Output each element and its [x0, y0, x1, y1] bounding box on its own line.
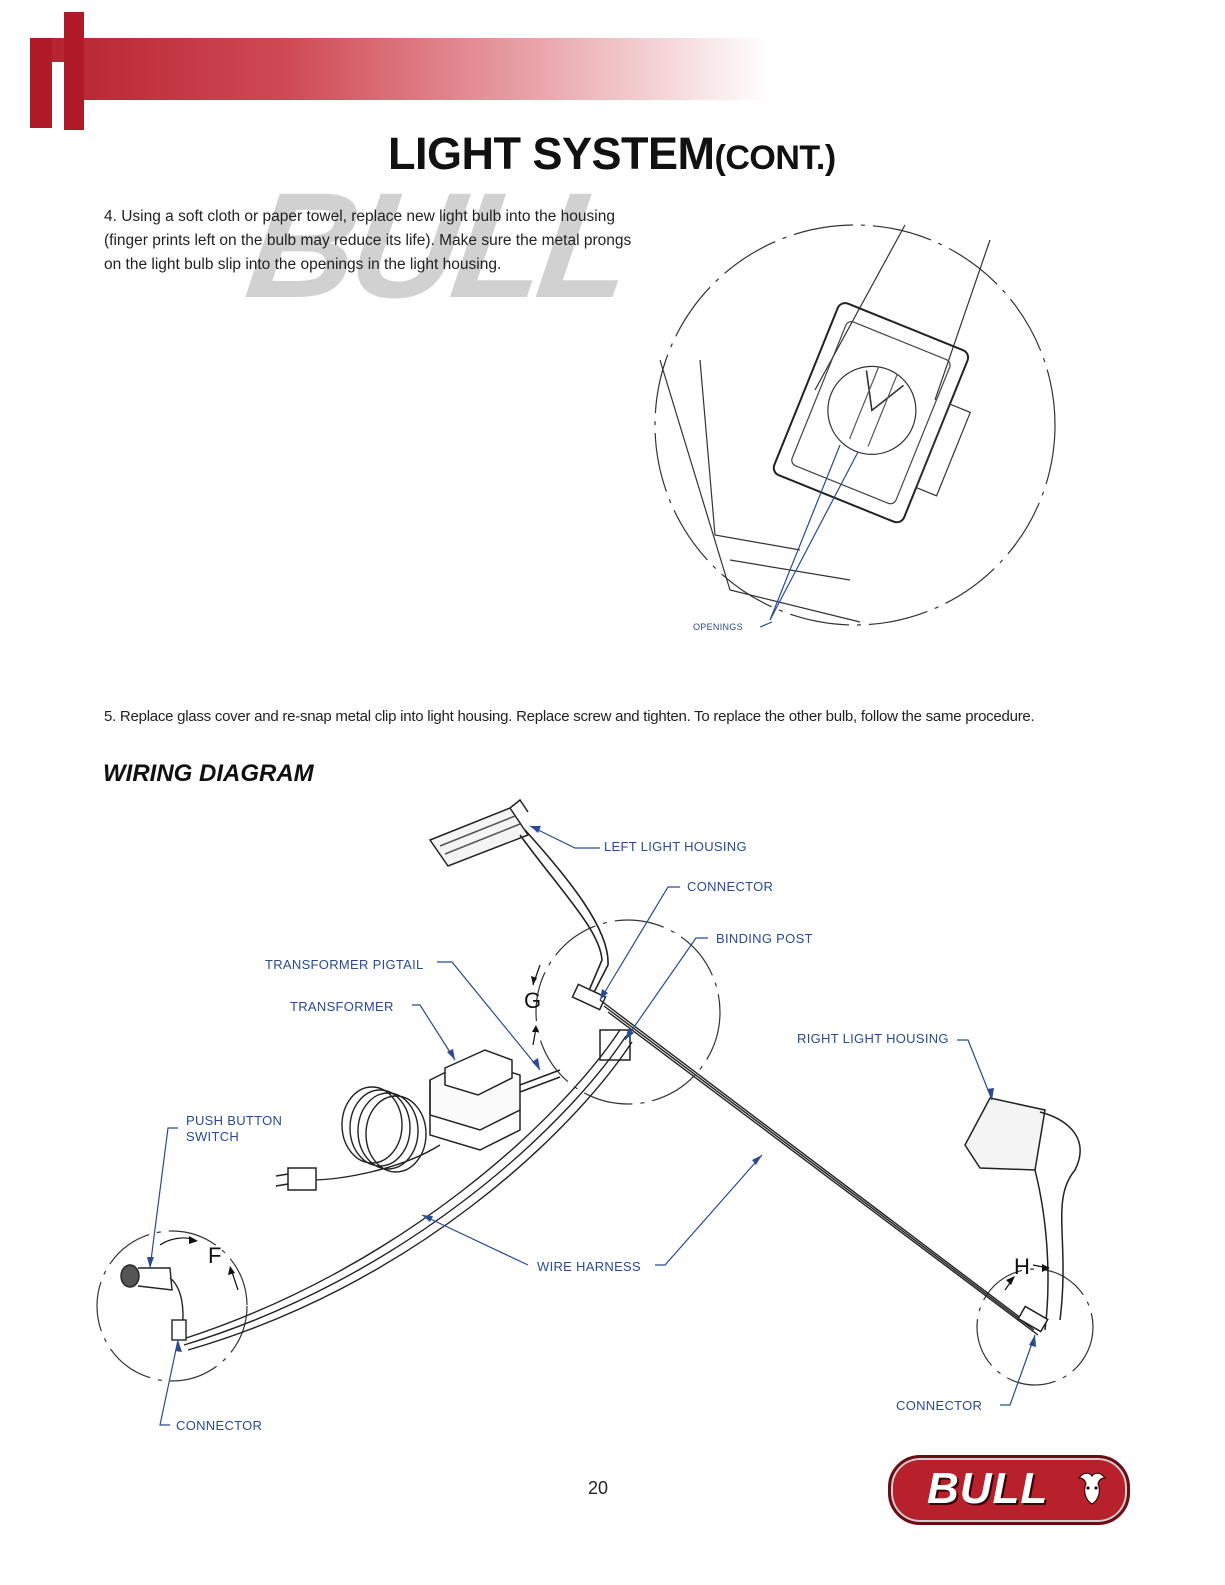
label-push-button-switch-line1: PUSH BUTTON: [186, 1113, 283, 1128]
right-light-housing: [964, 1097, 1081, 1331]
label-binding-post: BINDING POST: [716, 931, 813, 946]
header-gradient-bar: [30, 38, 770, 100]
label-connector-right: CONNECTOR: [896, 1398, 983, 1413]
power-plug: [275, 1167, 317, 1191]
detail-letter-f: F: [208, 1243, 222, 1268]
push-button-switch: [120, 1264, 187, 1341]
page-title-suffix: (CONT.): [714, 139, 837, 177]
left-light-housing: [428, 798, 530, 867]
wiring-diagram-figure: [96, 798, 1094, 1426]
header-block-gap: [52, 62, 64, 100]
wiring-diagram-title: WIRING DIAGRAM: [103, 760, 314, 787]
openings-label: OPENINGS: [693, 622, 743, 632]
transformer-drawing: [429, 1049, 561, 1151]
page-number: 20: [588, 1478, 609, 1498]
power-cord-coil: [309, 1086, 441, 1181]
step-5-text: 5. Replace glass cover and re-snap metal…: [104, 708, 1035, 725]
detail-letter-g: G: [524, 988, 542, 1013]
label-connector-left: CONNECTOR: [176, 1418, 263, 1433]
label-transformer: TRANSFORMER: [290, 999, 394, 1014]
header-block-left: [30, 38, 52, 128]
bull-logo-text: BULL: [927, 1464, 1049, 1513]
detail-circle-h: [976, 1268, 1094, 1386]
step-4-text: 4. Using a soft cloth or paper towel, re…: [104, 208, 632, 273]
label-push-button-switch-line2: SWITCH: [186, 1129, 240, 1144]
label-wire-harness: WIRE HARNESS: [537, 1259, 642, 1274]
label-left-light-housing: LEFT LIGHT HOUSING: [604, 839, 747, 854]
label-connector-top: CONNECTOR: [687, 879, 774, 894]
bull-logo: BULL: [888, 1455, 1130, 1525]
label-right-light-housing: RIGHT LIGHT HOUSING: [797, 1031, 949, 1046]
detail-circle: [654, 224, 1056, 626]
label-transformer-pigtail: TRANSFORMER PIGTAIL: [265, 957, 424, 972]
detail-circle-f: [96, 1230, 248, 1382]
detail-letter-h: H: [1014, 1254, 1030, 1279]
bulb-housing-detail-figure: [654, 224, 1056, 628]
page-title: LIGHT SYSTEM(CONT.): [388, 128, 836, 180]
detail-circle-g: [535, 919, 721, 1105]
header-block-right: [64, 12, 84, 130]
bull-head-icon: [1077, 1472, 1107, 1505]
page-title-main: LIGHT SYSTEM: [388, 128, 715, 179]
